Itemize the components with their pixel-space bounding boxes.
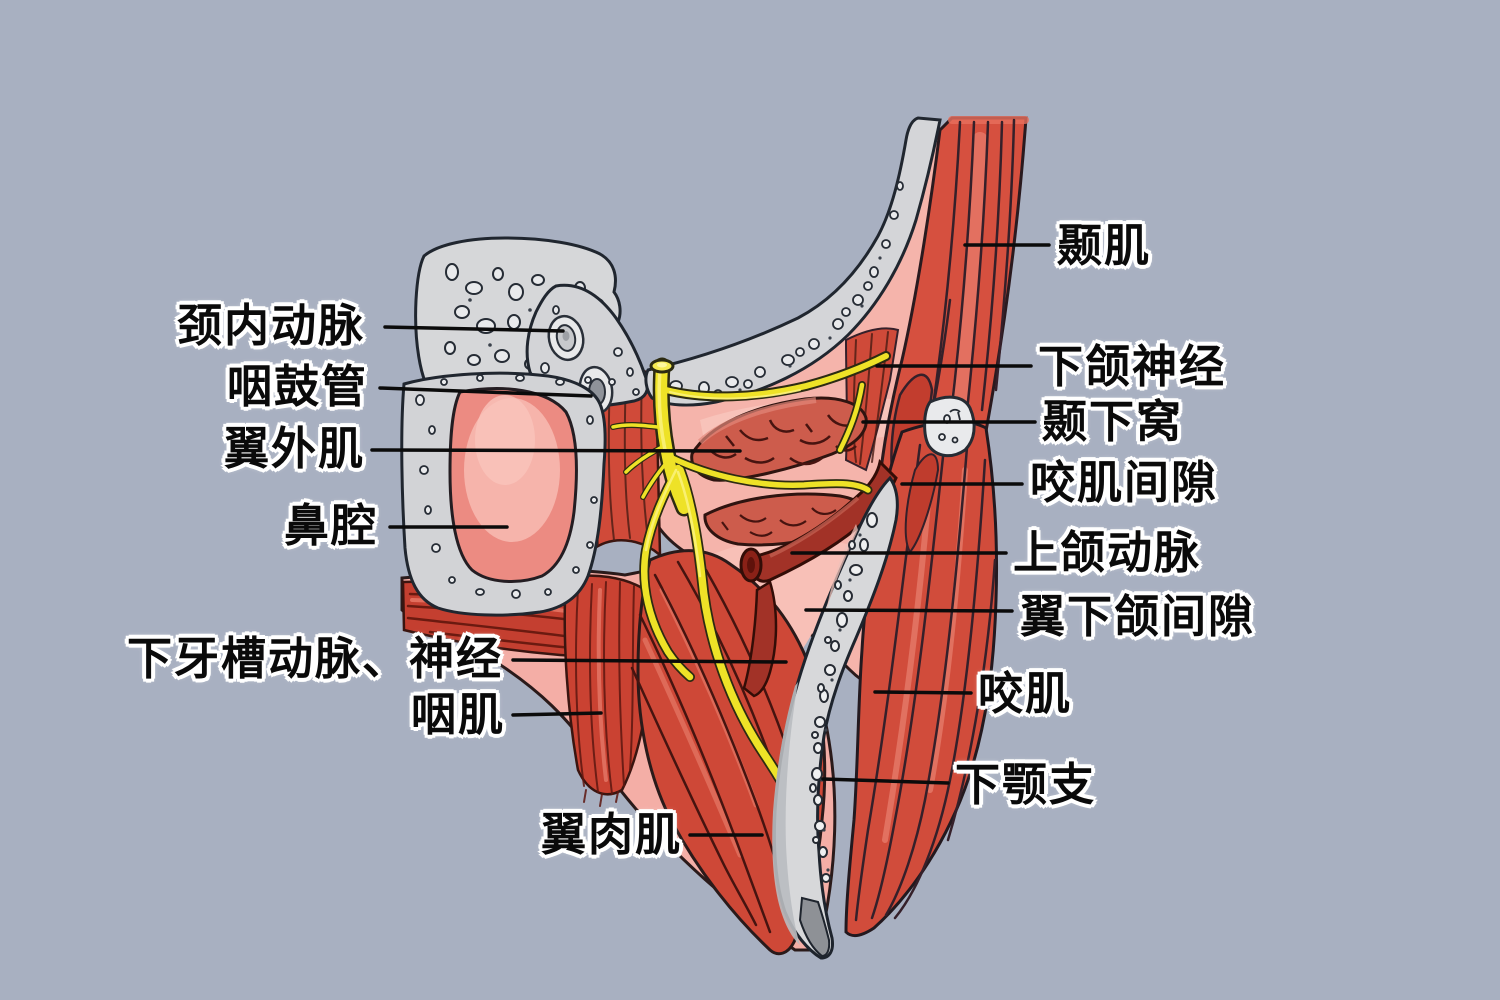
condyle-fragment [923, 395, 976, 458]
label-masseteric-space: 咬肌间隙 [1030, 457, 1219, 508]
ramus-dots [820, 533, 862, 872]
leader-lines [370, 243, 1051, 837]
nerve-trunk-cap-shine [657, 362, 667, 368]
leader-eustachian-tube [378, 386, 593, 398]
label-medial-pterygoid-muscle: 翼肉肌 [540, 809, 682, 860]
pharyngeal-highlight [596, 588, 608, 782]
label-inferior-alveolar-artery-nerve: 下牙槽动脉、神经 [126, 633, 503, 684]
label-masseter-muscle: 咬肌 [978, 668, 1073, 719]
label-pharyngeal-muscle: 咽肌 [410, 689, 505, 740]
masseter-bundle [904, 453, 940, 554]
upper-head-cracks [709, 414, 857, 466]
pharyngeal-muscle [563, 574, 654, 796]
leader-pharyngeal-muscle [511, 711, 603, 717]
label-lateral-pterygoid-muscle: 翼外肌 [223, 423, 365, 474]
zygomatic-arch [644, 116, 942, 407]
artery-cut-lumen [747, 557, 755, 573]
ramus-trabeculae [809, 512, 878, 883]
ear-bone-dots [540, 305, 640, 396]
temporalis-highlight [947, 132, 988, 438]
condyle-marks [938, 408, 961, 444]
label-mandibular-nerve: 下颌神经 [1038, 341, 1227, 392]
label-eustachian-tube: 咽鼓管 [226, 361, 368, 412]
label-nasal-cavity: 鼻腔 [283, 500, 378, 551]
nerve-highlights [644, 368, 801, 578]
label-mandibular-ramus: 下颚支 [955, 759, 1097, 810]
artery-highlight [769, 496, 860, 558]
leader-lateral-pterygoid [370, 448, 742, 453]
label-internal-carotid-artery: 颈内动脉 [176, 300, 365, 351]
mandible-ramus-bone [772, 475, 899, 960]
leader-mandibular-ramus [821, 777, 950, 785]
label-pterygomandibular-space: 翼下颌间隙 [1020, 591, 1256, 642]
label-maxillary-artery: 上颌动脉 [1013, 527, 1202, 578]
pharyngeal-fibers [575, 581, 635, 807]
ramus-outline [772, 475, 899, 960]
lower-head-cracks [721, 507, 837, 537]
ramus-shadow [772, 682, 800, 945]
nasal-cavity-highlight-2 [475, 395, 535, 485]
leader-internal-carotid [383, 325, 565, 333]
frame-trabeculae [415, 374, 598, 599]
artery-descending [742, 580, 778, 698]
label-infratemporal-fossa: 颞下窝 [1042, 396, 1184, 447]
ramus-tip [798, 896, 831, 958]
upper-head-highlight [697, 397, 817, 445]
leader-inferior-alveolar [511, 658, 788, 664]
leader-pterygomandibular-space [804, 608, 1014, 613]
leader-masseter [873, 690, 973, 695]
bones [400, 116, 942, 617]
label-temporalis-muscle: 颞肌 [1057, 220, 1152, 271]
